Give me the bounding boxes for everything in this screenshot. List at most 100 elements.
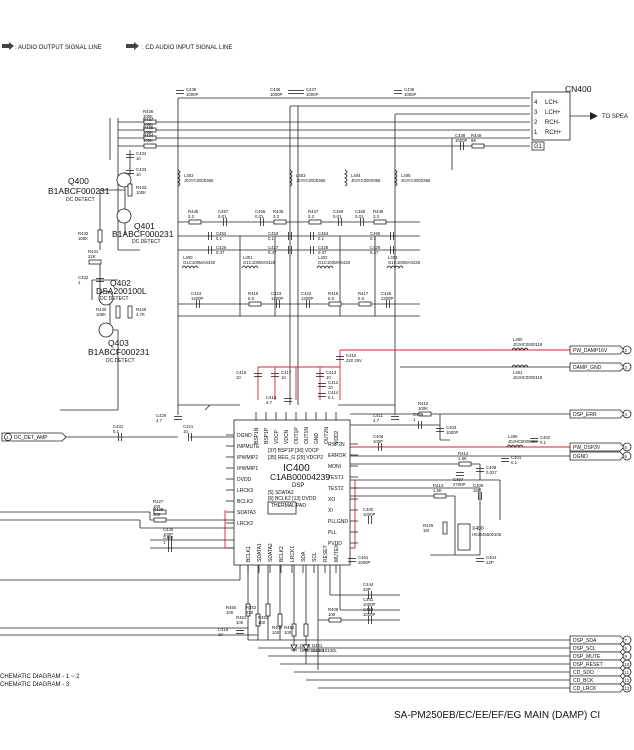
component-ref: C411: [373, 413, 384, 418]
component-value: 1M: [423, 528, 429, 533]
net-label-text: CD_BCK: [573, 678, 594, 684]
net-label-text: DGND: [573, 454, 588, 460]
net-pin-number: 10: [625, 662, 630, 667]
component-value: 3.3: [308, 214, 315, 219]
component-value: 220: [246, 610, 254, 615]
net-label-text: DSP_ERR: [573, 412, 597, 418]
component-ref: R414: [458, 451, 469, 456]
transistor-q400: Q400 B1ABCF000231 DC DETECT: [48, 172, 132, 203]
transistor-symbol: [98, 322, 114, 338]
component-ref: C461: [358, 555, 369, 560]
ic-inner-note: [6] BCLK2 [13] DVDD: [268, 496, 316, 502]
diode-symbol: [290, 644, 298, 651]
component-value: 0.47: [268, 250, 277, 255]
ic-pin-label: GND: [314, 433, 320, 445]
resistor-symbol: [308, 219, 322, 225]
component-ref: C450: [163, 535, 174, 540]
component-ref: R447: [308, 209, 319, 214]
component-ref: C422: [301, 291, 312, 296]
net-label-frame: [1, 432, 67, 442]
component-value: 68: [471, 138, 476, 143]
component-ref: C414: [328, 390, 339, 395]
transistor-func: DC DETECT: [132, 239, 161, 245]
diagram-title: SA-PM250EB/EC/EE/EF/EG MAIN (DAMP) CI: [394, 710, 600, 721]
component-value: 1200P: [191, 296, 204, 301]
transistor-q403: Q403 B1ABCF000231 DC DETECT: [88, 322, 150, 364]
component-ref: C417: [281, 370, 292, 375]
transistor-ref: Q401: [134, 221, 155, 231]
component-value: G1C100MA0428: [318, 260, 351, 265]
thermal-pad-label: THERMAL PAD: [271, 503, 306, 509]
net-label-text: PW_DSP3V: [573, 445, 601, 451]
net-pin-number: 6: [625, 454, 628, 459]
component-value: 1000P: [363, 612, 376, 617]
net-pin-circle: [622, 451, 632, 461]
component-ref: R446: [273, 209, 284, 214]
component-value: 0.47: [318, 250, 327, 255]
transistor-part: B1ABCF000231: [112, 229, 174, 239]
component-value: G1C100MA0428: [388, 260, 421, 265]
component-value: 100K: [136, 190, 146, 195]
component-value: 5.6: [328, 296, 335, 301]
component-ref: R436: [143, 109, 154, 114]
component-value: 10: [326, 375, 331, 380]
net-pin-circle: [622, 409, 632, 419]
resistor-symbol: [88, 259, 102, 265]
component-value: J0JHC0000300: [508, 439, 538, 444]
component-value: 1000P: [186, 92, 199, 97]
component-ref: C430: [163, 527, 174, 532]
component-ref: L406: [508, 434, 518, 439]
transistor-symbol: [116, 172, 132, 188]
resistor-symbol: [143, 143, 157, 149]
component-ref: C438: [186, 87, 197, 92]
component-value: 0.027: [486, 470, 497, 475]
component-ref: C410: [346, 353, 357, 358]
net-pin-circle: [622, 362, 632, 372]
component-ref: C427: [268, 245, 279, 250]
net-label-text: CD_LRCK: [573, 686, 597, 692]
ic-pin-label: PVDD: [328, 541, 342, 547]
component-value: 0.1: [540, 440, 547, 445]
ic-pin-label: SDATA3: [237, 510, 256, 516]
ic-pin-label: LRCK3: [237, 488, 253, 494]
arrow-right-icon: [590, 112, 598, 120]
resistor-symbol: [127, 305, 133, 319]
component-ref: R430: [96, 307, 107, 312]
resistor-symbol: [143, 119, 157, 125]
ic-pin-label: PLL: [328, 530, 337, 536]
resistor-symbol: [143, 127, 157, 133]
component-ref: C453: [268, 231, 279, 236]
component-value: 0.1: [113, 429, 120, 434]
component-ref: C455: [370, 231, 381, 236]
component-value: 0.47: [216, 250, 225, 255]
component-value: 33P: [363, 587, 371, 592]
component-ref: C451: [363, 597, 374, 602]
component-value: 100: [272, 630, 280, 635]
resistor-symbol: [328, 301, 342, 307]
resistor-symbol: [442, 521, 448, 535]
net-pin-number: 11: [625, 670, 630, 675]
ic-pin-label: IPWMIP1: [237, 466, 258, 472]
component-value: 1: [78, 280, 81, 285]
ic-pin-label: OUT2N: [324, 427, 330, 444]
